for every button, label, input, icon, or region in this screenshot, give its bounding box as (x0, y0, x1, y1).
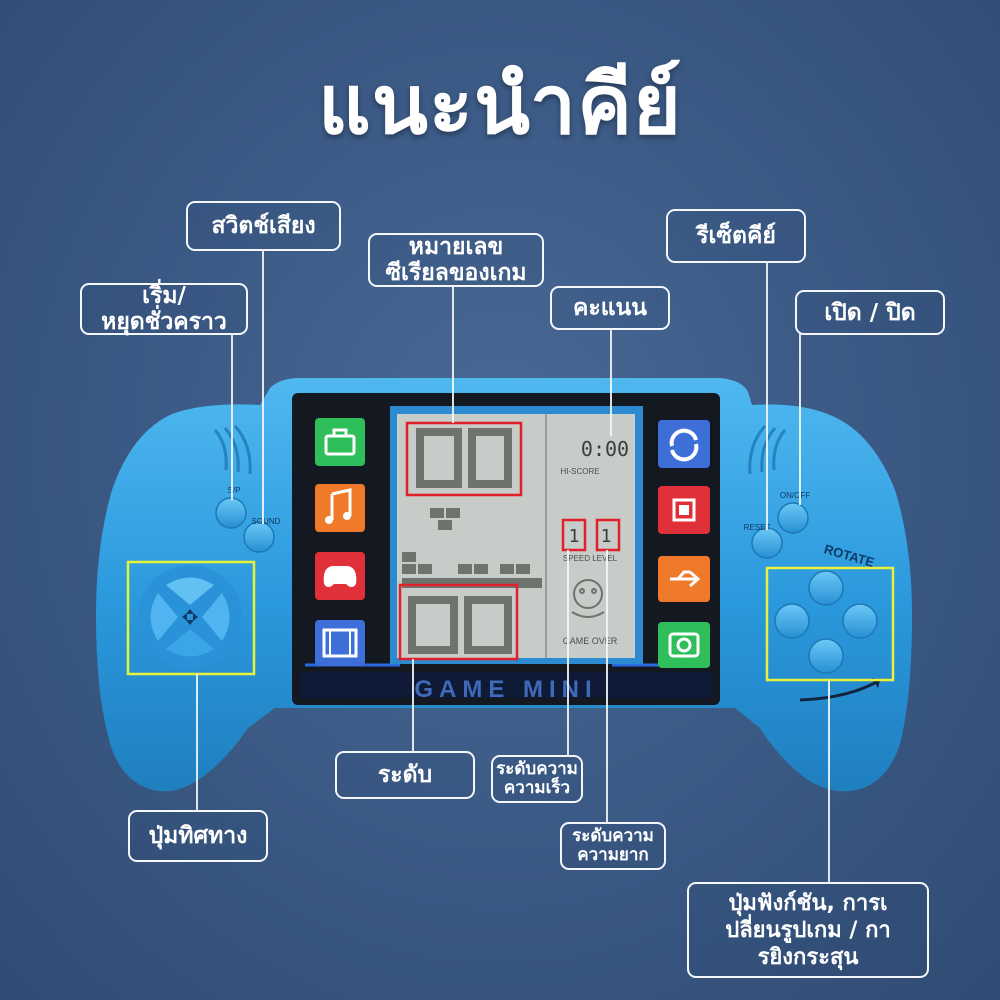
toolbox-icon (315, 418, 365, 466)
reset-button[interactable] (751, 527, 783, 559)
brand-text: GAME MINI (414, 676, 597, 703)
difficulty-label: ระดับความความยาก (560, 822, 666, 870)
level-digit: 1 (601, 526, 612, 547)
reset-label: RESET (744, 523, 771, 532)
speed-level-label: SPEED LEVEL (563, 554, 618, 563)
score-label: คะแนน (550, 286, 670, 330)
serial-number-label: หมายเลขซีเรียลของเกม (368, 233, 544, 287)
rotate-arrow (799, 678, 881, 702)
speed-digit: 1 (569, 526, 580, 547)
power-button[interactable] (777, 502, 809, 534)
game-over-label: GAME OVER (563, 636, 618, 646)
sound-label: SOUND (252, 517, 281, 526)
function-buttons-label: ปุ่มฟังก์ชัน, การเปลี่ยนรูปเกม / การยิงก… (687, 882, 929, 978)
gamepad-icon (315, 552, 365, 600)
onoff-label: ON/OFF (780, 491, 810, 500)
direction-pad[interactable] (138, 565, 242, 669)
tetris-blocks (402, 428, 542, 654)
level-highlight (398, 583, 519, 661)
dpad-highlight (126, 560, 256, 676)
hi-score-label: HI-SCORE (560, 467, 599, 476)
speed-label: ระดับความความเร็ว (491, 755, 583, 803)
sound-switch-label: สวิตช์เสียง (186, 201, 341, 251)
sound-button[interactable] (243, 521, 275, 553)
camera-icon (658, 622, 710, 668)
start-pause-label: เริ่ม/หยุดชั่วคราว (80, 283, 248, 335)
page-title: แนะนำคีย์ (318, 58, 682, 153)
speed-highlight (561, 518, 587, 552)
action-buttons[interactable] (774, 570, 878, 674)
music-note-icon (315, 484, 365, 532)
start-pause-button[interactable] (215, 497, 247, 529)
level-label: ระดับ (335, 751, 475, 799)
score-digits: 0:00 (581, 437, 629, 461)
direction-label: ปุ่มทิศทาง (128, 810, 268, 862)
reset-key-label: รีเซ็ตคีย์ (666, 209, 806, 263)
power-label: เปิด / ปิด (795, 290, 945, 335)
difficulty-highlight (595, 518, 621, 552)
chip-icon (658, 486, 710, 534)
refresh-icon (658, 420, 710, 468)
sp-label: S/P (228, 486, 241, 495)
serial-highlight (405, 421, 523, 497)
usb-icon (658, 556, 710, 602)
action-highlight (765, 566, 895, 682)
mascot-figure (571, 579, 605, 618)
film-icon (315, 620, 365, 666)
